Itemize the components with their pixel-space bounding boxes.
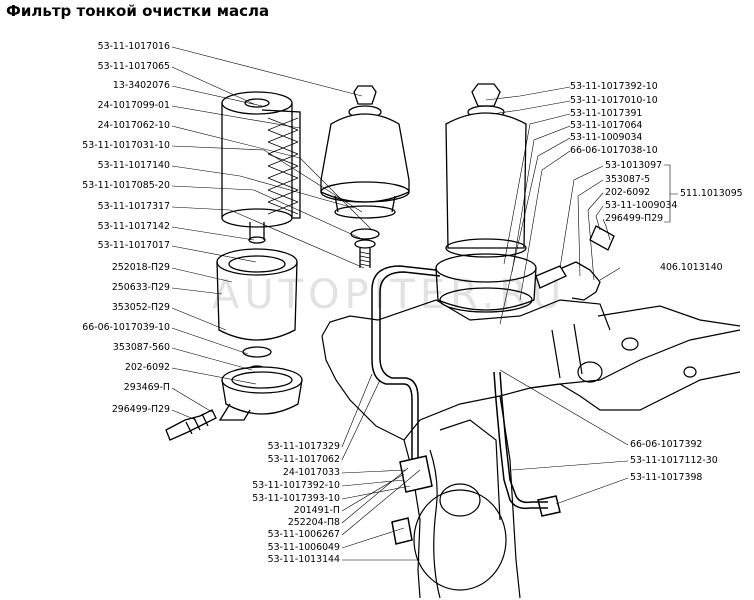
center-filter-drawing [320, 85, 410, 268]
part-label: 202-6092 [124, 362, 170, 373]
part-label: 353052-П29 [111, 302, 170, 313]
part-label: 252204-П8 [287, 517, 340, 528]
part-label: 53-11-1017392-10 [252, 480, 340, 491]
part-label: 53-11-1017112-30 [630, 455, 718, 466]
filter-rotor-drawing [221, 91, 301, 244]
part-label: 53-11-1017062 [267, 454, 340, 465]
part-label: 53-11-1017392-10 [570, 81, 658, 92]
part-label: 53-11-1017031-10 [82, 140, 170, 151]
part-label: 53-11-1017064 [570, 120, 643, 131]
part-label: 202-6092 [605, 187, 651, 198]
part-label: 53-11-1009034 [570, 132, 643, 143]
part-label: 296499-П29 [111, 404, 170, 415]
filter-cup-drawing [216, 248, 298, 375]
part-label: 293469-П [123, 382, 170, 393]
part-label: 53-1013097 [605, 160, 663, 171]
part-label: 53-11-1017142 [97, 221, 170, 232]
part-label: 53-11-1017017 [97, 240, 170, 251]
part-label: 66-06-1017038-10 [570, 145, 658, 156]
part-label: 53-11-1017393-10 [252, 493, 340, 504]
part-label: 53-11-1017140 [97, 160, 170, 171]
page-title: Фильтр тонкой очистки масла [6, 2, 270, 20]
part-label: 24-1017033 [282, 467, 340, 478]
part-label: 353087-5 [605, 174, 651, 185]
assembled-filter-drawing [435, 83, 615, 313]
part-label: 53-11-1006049 [267, 542, 340, 553]
part-label: 53-11-1017065 [97, 61, 170, 72]
part-label: 66-06-1017392 [630, 439, 703, 450]
part-label: 53-11-1006267 [267, 529, 340, 540]
oil-pipes-drawing [371, 265, 561, 545]
part-label: 252018-П29 [111, 262, 170, 273]
part-label: 296499-П29 [605, 213, 664, 224]
assembly-label: 511.1013095 [680, 188, 743, 199]
part-label: 53-11-1017317 [97, 201, 170, 212]
part-label: 24-1017062-10 [97, 120, 170, 131]
part-label: 250633-П29 [111, 282, 170, 293]
part-label: 53-11-1009034 [605, 200, 678, 211]
part-label: 53-11-1017085-20 [82, 180, 170, 191]
part-label: 24-1017099-01 [97, 100, 170, 111]
part-label: 201491-П [293, 505, 340, 516]
part-label: 53-11-1017329 [267, 441, 340, 452]
part-label: 406.1013140 [660, 262, 723, 273]
part-label: 53-11-1017391 [570, 108, 643, 119]
part-label: 66-06-1017039-10 [82, 322, 170, 333]
part-label: 53-11-1013144 [267, 554, 340, 565]
filter-base-drawing [165, 366, 303, 441]
part-label: 13-3402076 [112, 80, 170, 91]
part-label: 53-11-1017010-10 [570, 95, 658, 106]
part-label: 353087-560 [112, 342, 170, 353]
part-label: 53-11-1017398 [630, 472, 703, 483]
part-label: 53-11-1017016 [97, 41, 170, 52]
